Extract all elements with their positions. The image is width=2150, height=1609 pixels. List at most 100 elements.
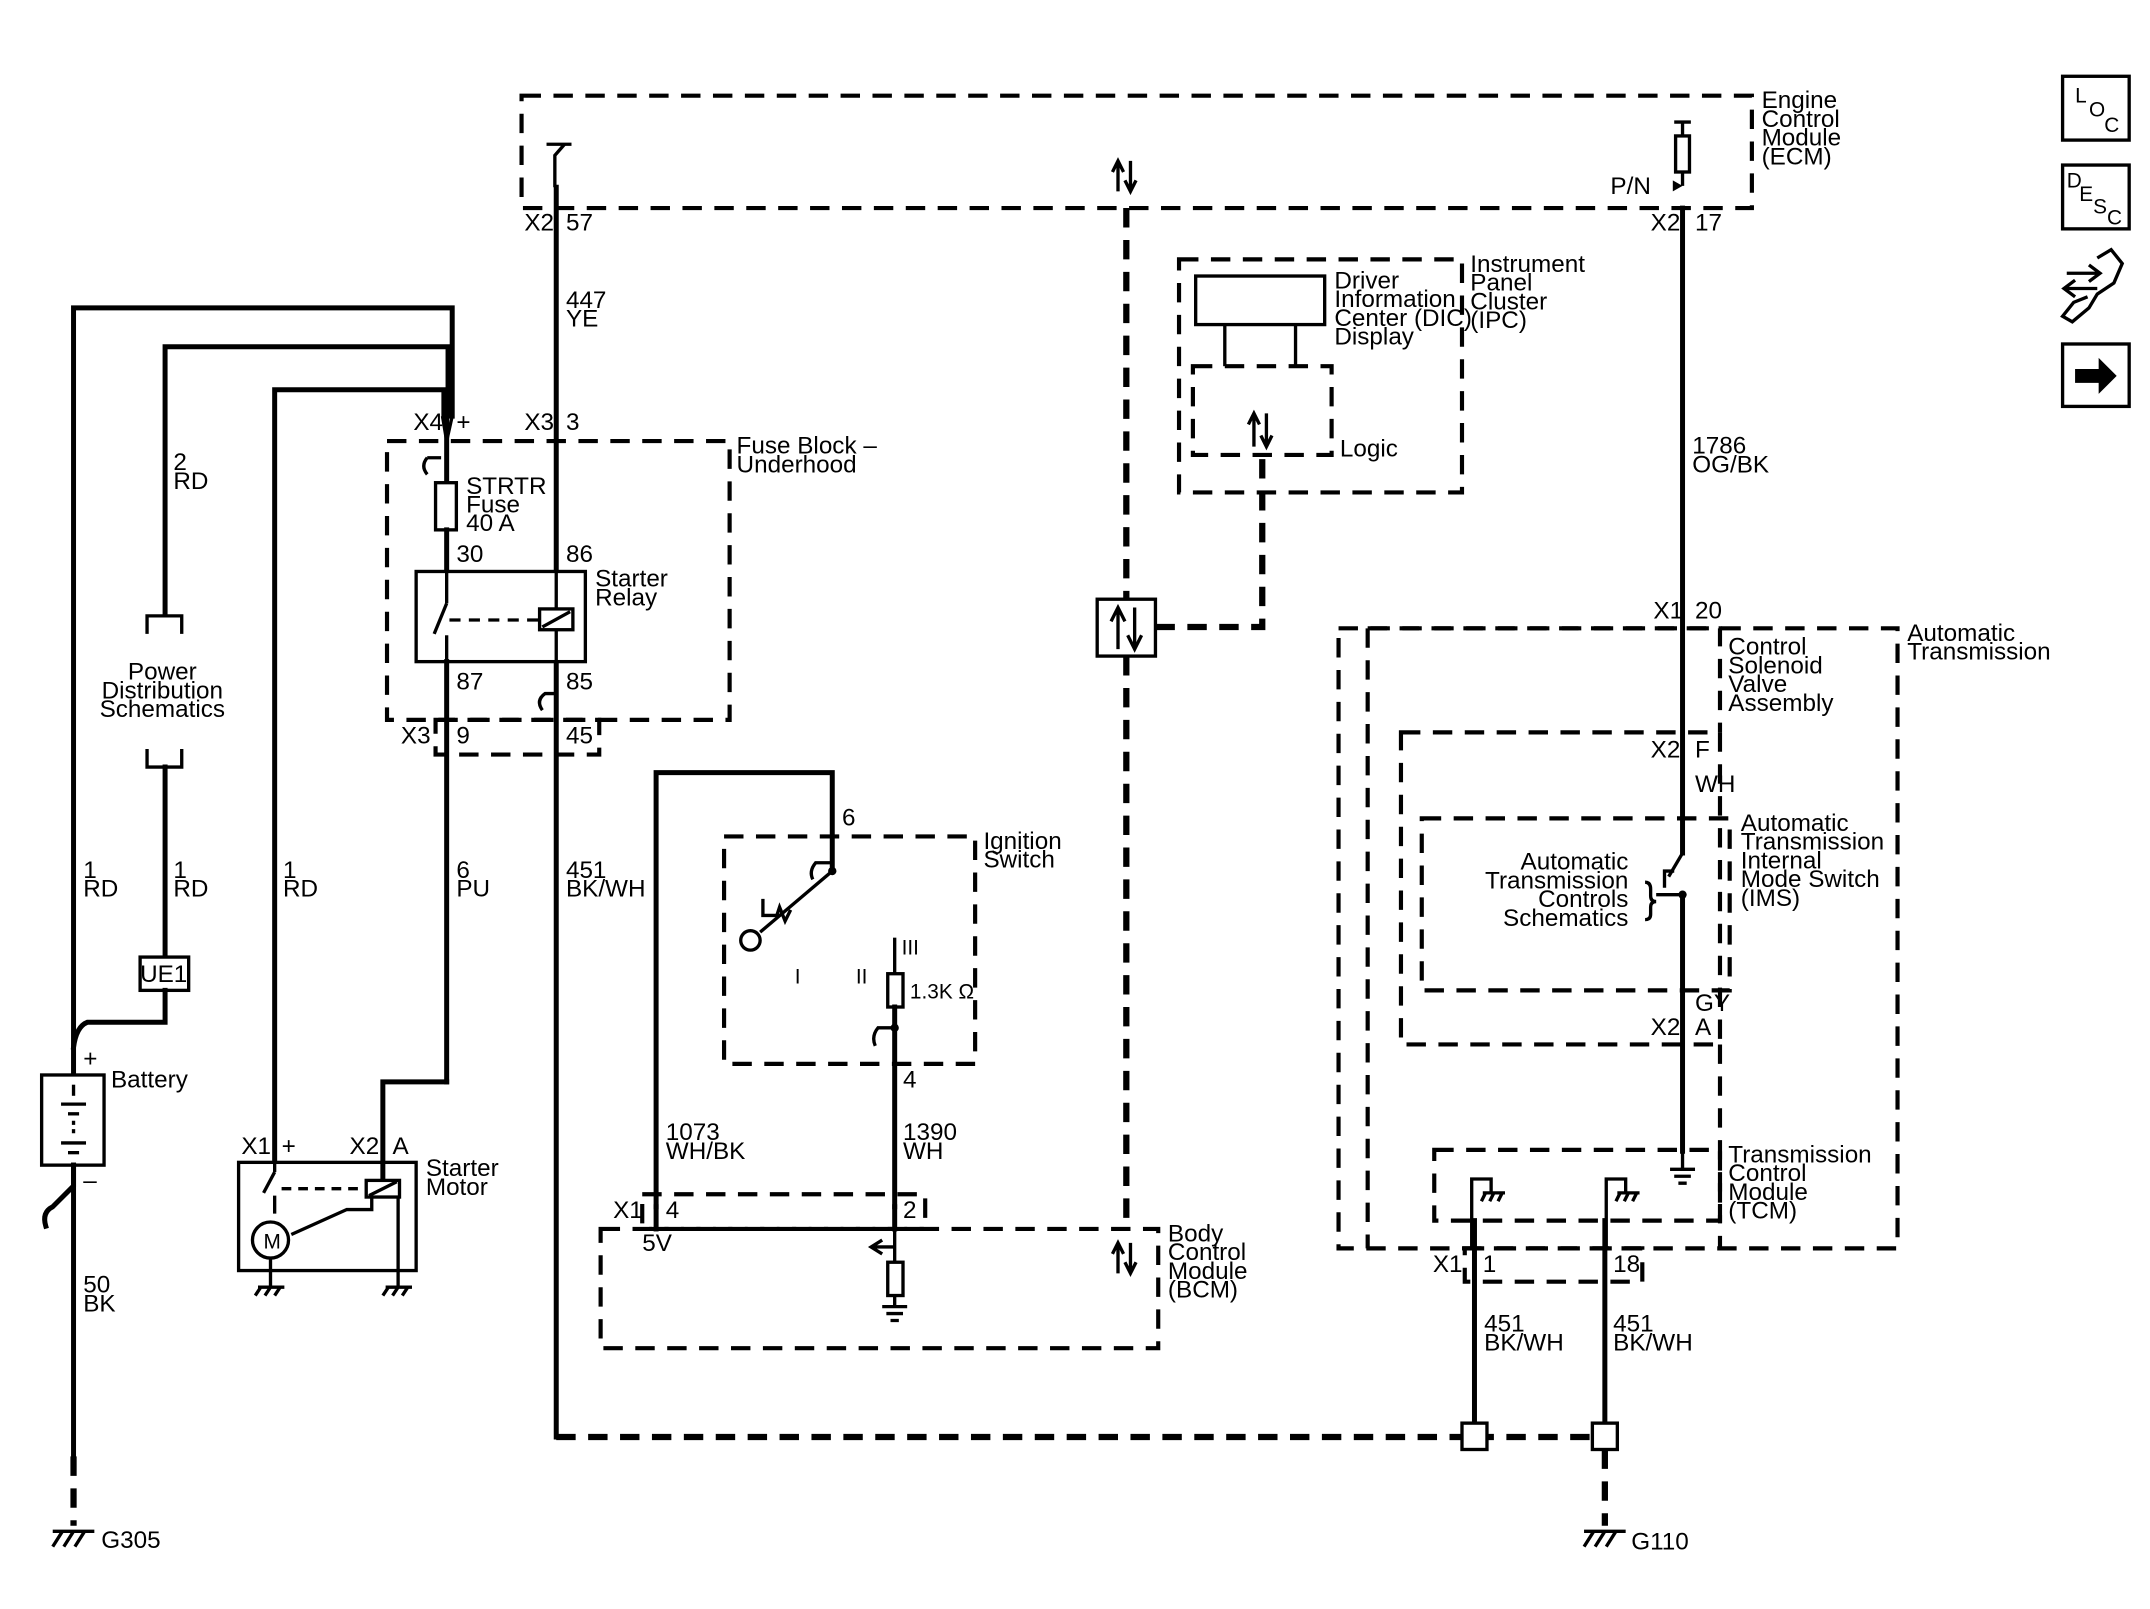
description-button[interactable]: D E S C <box>2060 163 2131 231</box>
splice-left <box>1460 1421 1489 1452</box>
loc-l: L <box>2075 85 2087 108</box>
wire-wh-label: WH <box>1695 771 1735 798</box>
battery-minus: – <box>83 1168 97 1195</box>
starter-plus: + <box>282 1133 296 1160</box>
ipc-logic-label: Logic <box>1340 435 1398 462</box>
ignition-pos-i: I <box>795 965 801 988</box>
ground-g110: G110 <box>1582 1528 1689 1555</box>
ecm-conn-x2-left: X2 <box>524 209 554 236</box>
starter-x1: X1 <box>241 1133 271 1160</box>
bcm-pin-2: 2 <box>903 1197 916 1224</box>
fuse-block-x3-top: X3 <box>524 409 554 436</box>
ecm-pn-label: P/N <box>1610 173 1650 200</box>
starter-a: A <box>393 1133 410 1160</box>
wire-gy-label: GY <box>1695 990 1730 1017</box>
desc-s: S <box>2093 196 2107 219</box>
loc-c: C <box>2104 114 2119 137</box>
ignition-resistor <box>886 972 905 1009</box>
splice-right <box>1590 1421 1620 1452</box>
next-arrow-button[interactable] <box>2060 342 2131 409</box>
trans-x2-a: X2 <box>1651 1014 1681 1041</box>
bcm-5v: 5V <box>642 1230 672 1257</box>
loc-o: O <box>2089 99 2105 122</box>
fuse-block-x4: X4 <box>413 409 443 436</box>
desc-e: E <box>2079 183 2093 206</box>
ue1-splice: UE1 <box>70 955 191 1051</box>
data-link-connector <box>1095 597 1158 658</box>
trans-x2-f: X2 <box>1651 736 1681 763</box>
ecm-conn-x2-right: X2 <box>1651 209 1681 236</box>
fuse-block-title: Fuse Block –Underhood <box>737 433 878 479</box>
ignition-pos-ii: II <box>856 965 868 988</box>
ground-g305: G305 <box>51 1527 161 1554</box>
battery-feed-wires <box>71 184 1604 1441</box>
fuse-block-pin-9: 9 <box>456 722 470 749</box>
motor-m: M <box>264 1230 281 1253</box>
ignition-pin-4: 4 <box>903 1066 916 1093</box>
ground-g110-label: G110 <box>1631 1528 1689 1555</box>
fuse-block-x3-bottom: X3 <box>401 722 431 749</box>
tcm-pin-1: 1 <box>1483 1251 1497 1278</box>
relay-pin-87: 87 <box>456 668 483 695</box>
ground-g305-label: G305 <box>101 1527 160 1554</box>
starter-fuse-symbol <box>433 481 459 532</box>
desc-d: D <box>2067 169 2082 192</box>
battery-label: Battery <box>111 1066 189 1093</box>
starter-x2: X2 <box>350 1133 380 1160</box>
battery: Battery + – <box>39 1046 189 1526</box>
desc-c: C <box>2107 207 2122 230</box>
fuse-block-x4-plus: + <box>456 409 470 436</box>
bcm-pin-4: 4 <box>666 1197 680 1224</box>
relay-pin-85: 85 <box>566 668 593 695</box>
tcm-x1: X1 <box>1433 1251 1463 1278</box>
trans-pin-20: 20 <box>1695 598 1722 625</box>
relay-pin-86: 86 <box>566 541 593 568</box>
tcm-pin-18: 18 <box>1613 1251 1640 1278</box>
location-button[interactable]: L O C <box>2060 74 2131 142</box>
service-procedure-icon[interactable] <box>2060 247 2125 324</box>
relay-pin-30: 30 <box>456 541 483 568</box>
ignition-resistor-value: 1.3K Ω <box>910 981 974 1004</box>
trans-x1: X1 <box>1653 598 1683 625</box>
right-arrow-icon <box>2075 357 2117 394</box>
ignition-pos-iii: III <box>902 936 919 959</box>
ignition-pin-6: 6 <box>842 804 855 831</box>
ecm-pin-17: 17 <box>1695 209 1722 236</box>
